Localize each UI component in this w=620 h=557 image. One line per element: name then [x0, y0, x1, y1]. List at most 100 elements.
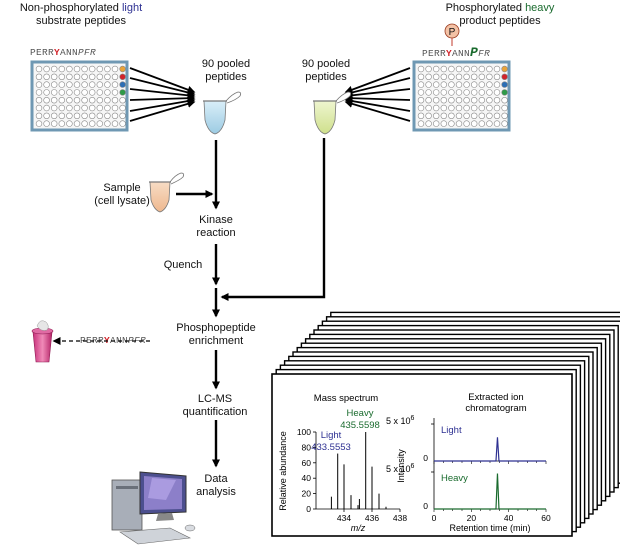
plate-well [448, 96, 455, 104]
plate-well [43, 120, 50, 127]
plate-well [478, 73, 485, 81]
plate-well [50, 104, 58, 112]
plate-well [43, 81, 50, 88]
plate-well [35, 120, 43, 127]
xic-series-heavy [434, 473, 546, 510]
plate-well [43, 96, 50, 104]
plate-well [455, 120, 463, 127]
plate-well [425, 120, 432, 127]
plate-well [471, 112, 478, 120]
plate-well [448, 104, 455, 112]
plate-well [417, 104, 425, 112]
plate-well [486, 120, 493, 127]
plate-well [81, 65, 88, 73]
xic-xlabel: Retention time (min) [449, 523, 530, 533]
plate-well [417, 89, 425, 96]
plate-well [478, 104, 485, 112]
plate-well [486, 65, 493, 73]
plate-well [104, 73, 111, 81]
plate-well [66, 81, 73, 88]
plate-well [486, 73, 493, 81]
plate-well [471, 81, 478, 88]
ms-light-label: Light [321, 430, 342, 441]
flow-arrows [176, 138, 326, 468]
phosphate-icon: P [444, 23, 460, 46]
plate-well [104, 89, 111, 96]
plate-well [119, 65, 126, 73]
ms-ytick-label: 80 [302, 442, 312, 452]
ms-ytick-label: 60 [302, 458, 312, 468]
plate-well [88, 96, 96, 104]
plate-well [35, 96, 43, 104]
xic-ylabel: Intensity [396, 449, 406, 483]
plate-well [501, 73, 508, 81]
plate-well [66, 120, 73, 127]
xic-heavy-label: Heavy [441, 473, 468, 484]
plate-well [104, 112, 111, 120]
right-96-well-plate [412, 60, 511, 132]
plate-well [96, 81, 104, 88]
plate-well [440, 104, 447, 112]
plate-well [73, 81, 81, 88]
plate-well [433, 65, 440, 73]
plate-well [433, 81, 440, 88]
ms-ytick-label: 100 [297, 427, 311, 437]
plate-well [463, 112, 470, 120]
plate-well [66, 104, 73, 112]
plate-well [455, 112, 463, 120]
plate-well [58, 104, 65, 112]
plate-well [463, 65, 470, 73]
plate-well [493, 65, 501, 73]
xic-xtick-label: 20 [467, 513, 477, 523]
plate-well [471, 104, 478, 112]
ms-heavy-value: 435.5598 [340, 420, 380, 431]
plate-well [81, 120, 88, 127]
plate-well [493, 81, 501, 88]
plate-well [104, 104, 111, 112]
plate-well [463, 81, 470, 88]
plate-well [501, 96, 508, 104]
xic-xtick-label: 0 [432, 513, 437, 523]
plate-well [119, 112, 126, 120]
xic-scale-label-top: 5 x 106 [386, 415, 415, 426]
plate-well [440, 89, 447, 96]
xic-light-label: Light [441, 425, 462, 436]
plate-well [66, 112, 73, 120]
ms-xtick-label: 434 [337, 513, 351, 523]
plate-well [96, 120, 104, 127]
plate-well [501, 89, 508, 96]
xic-zero-top: 0 [423, 453, 428, 463]
plate-well [50, 96, 58, 104]
xic-zero-bottom: 0 [423, 501, 428, 511]
right-plate-title-prefix: Phosphorylated [445, 2, 526, 14]
plate-well [463, 73, 470, 81]
ms-xlabel: m/z [351, 523, 366, 533]
plate-well [455, 104, 463, 112]
plate-well [486, 104, 493, 112]
plate-well [88, 104, 96, 112]
plate-well [493, 96, 501, 104]
left-plate-arrows [129, 67, 196, 122]
plate-well [73, 89, 81, 96]
plate-well [448, 89, 455, 96]
plate-well [425, 65, 432, 73]
plate-well [58, 81, 65, 88]
plate-well [50, 112, 58, 120]
plate-well [58, 96, 65, 104]
ms-ytick-label: 20 [302, 489, 312, 499]
plate-well [471, 120, 478, 127]
plate-well [455, 73, 463, 81]
plate-well [433, 89, 440, 96]
plate-well [88, 112, 96, 120]
plate-well [440, 96, 447, 104]
right-plate-title-heavy: heavy [525, 2, 555, 14]
plate-well [501, 81, 508, 88]
plate-well [73, 65, 81, 73]
plate-well [455, 89, 463, 96]
plate-well [66, 65, 73, 73]
quench-label: Quench [163, 259, 203, 271]
plate-well [73, 104, 81, 112]
